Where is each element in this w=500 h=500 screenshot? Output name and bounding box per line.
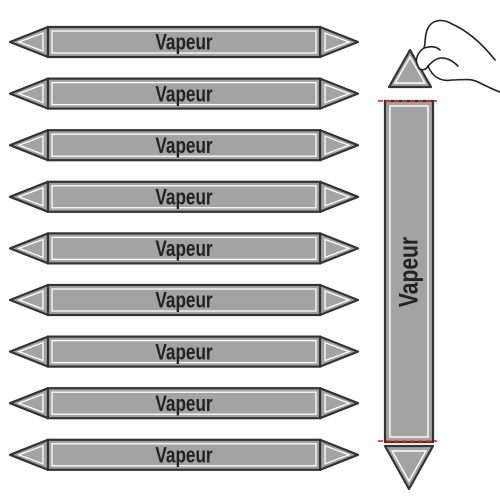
- marker-label: Vapeur: [155, 82, 212, 107]
- marker-right-arrow-inner: [324, 341, 351, 362]
- marker-right-arrow: [318, 283, 360, 317]
- marker-left-arrow-inner: [17, 444, 44, 465]
- marker-right-arrow: [318, 77, 360, 110]
- hand-finger-line: [427, 57, 459, 67]
- marker-body-inner: [51, 30, 317, 54]
- marker-left-arrow: [8, 387, 50, 420]
- marker-right-arrow-inner: [324, 32, 351, 52]
- marker-left-arrow: [8, 129, 50, 162]
- vertical-marker-body-inner: [389, 105, 429, 438]
- hand-peeling-icon: [415, 19, 500, 93]
- marker-body-inner: [51, 133, 317, 157]
- marker-body: [46, 129, 322, 162]
- marker-label: Vapeur: [155, 392, 212, 417]
- marker-right-arrow: [318, 438, 360, 471]
- marker-body-inner: [51, 236, 317, 261]
- marker-body: [46, 180, 322, 213]
- marker-label: Vapeur: [155, 186, 212, 211]
- marker-left-arrow: [8, 438, 50, 471]
- marker-body: [46, 438, 322, 471]
- marker-left-arrow: [8, 232, 50, 265]
- marker-right-arrow: [318, 387, 360, 420]
- marker-body: [46, 335, 322, 368]
- marker-body: [46, 25, 322, 59]
- marker-left-arrow: [8, 25, 50, 59]
- marker-label: Vapeur: [155, 289, 212, 314]
- marker-right-arrow-inner: [324, 393, 351, 414]
- pipe-marker: Vapeur: [8, 232, 360, 265]
- marker-right-arrow-inner: [324, 238, 351, 259]
- marker-body-inner: [51, 288, 317, 312]
- marker-left-arrow: [8, 180, 50, 213]
- marker-left-arrow: [8, 77, 50, 110]
- marker-right-arrow: [318, 232, 360, 265]
- pipe-marker: Vapeur: [8, 180, 360, 213]
- hand-thumb-line: [423, 45, 441, 51]
- marker-label: Vapeur: [155, 237, 212, 262]
- horizontal-markers: VapeurVapeurVapeurVapeurVapeurVapeurVape…: [8, 25, 360, 471]
- marker-left-arrow-inner: [17, 135, 44, 156]
- marker-label: Vapeur: [155, 444, 212, 469]
- marker-left-arrow-inner: [17, 32, 44, 52]
- pipe-marker: Vapeur: [8, 129, 360, 162]
- marker-body: [46, 283, 322, 317]
- vertical-marker-label: Vapeur: [394, 236, 424, 307]
- marker-body-inner: [51, 81, 317, 106]
- marker-right-arrow-inner: [324, 290, 351, 310]
- marker-right-arrow: [318, 25, 360, 59]
- marker-right-arrow: [318, 180, 360, 213]
- vertical-marker-body: [383, 99, 435, 444]
- marker-label: Vapeur: [155, 31, 212, 56]
- marker-right-arrow-inner: [324, 186, 351, 207]
- marker-left-arrow-inner: [17, 83, 44, 104]
- pipe-marker: Vapeur: [8, 77, 360, 110]
- marker-right-arrow: [318, 335, 360, 368]
- marker-right-arrow-inner: [324, 83, 351, 104]
- vertical-marker-bottom-arrow-inner: [390, 450, 428, 483]
- marker-left-arrow: [8, 335, 50, 368]
- marker-left-arrow-inner: [17, 393, 44, 414]
- marker-left-arrow: [8, 283, 50, 317]
- marker-body-inner: [51, 443, 317, 467]
- pipe-marker: Vapeur: [8, 335, 360, 368]
- marker-left-arrow-inner: [17, 341, 44, 362]
- marker-left-arrow-inner: [17, 290, 44, 310]
- marker-label: Vapeur: [155, 134, 212, 159]
- marker-right-arrow: [318, 129, 360, 162]
- marker-left-arrow-inner: [17, 238, 44, 259]
- marker-body-inner: [51, 391, 317, 415]
- marker-label: Vapeur: [155, 340, 212, 365]
- vertical-marker-bottom-arrow: [383, 444, 435, 491]
- marker-left-arrow-inner: [17, 186, 44, 207]
- pipe-marker: Vapeur: [8, 25, 360, 59]
- pipe-marker: Vapeur: [8, 438, 360, 471]
- marker-body: [46, 387, 322, 420]
- peeled-arrow-tip-inner: [393, 55, 427, 84]
- marker-body: [46, 232, 322, 265]
- hand-outline: [415, 19, 500, 93]
- marker-body-inner: [51, 339, 317, 364]
- marker-right-arrow-inner: [324, 135, 351, 156]
- marker-body: [46, 77, 322, 110]
- pipe-marker: Vapeur: [8, 387, 360, 420]
- pipe-marker: Vapeur: [8, 283, 360, 317]
- marker-body-inner: [51, 185, 317, 209]
- vertical-marker: Vapeur: [378, 48, 437, 491]
- marker-right-arrow-inner: [324, 444, 351, 465]
